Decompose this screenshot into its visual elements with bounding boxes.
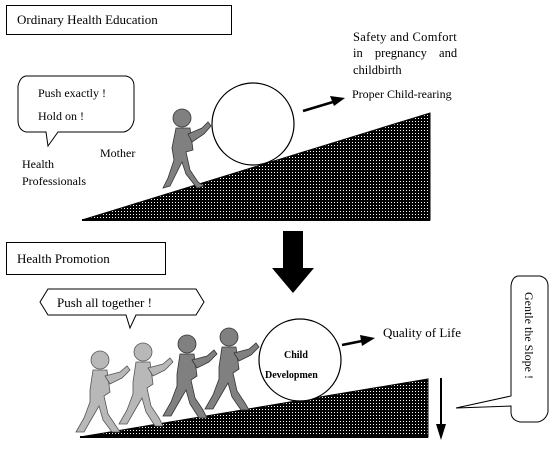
gentle-slope-arrowhead <box>436 424 446 440</box>
top-goal-line1: Safety and Comfort <box>353 30 457 44</box>
top-goal-arrowhead <box>330 96 345 106</box>
bottom-figure-2 <box>118 342 174 427</box>
top-section-title-box: Ordinary Health Education <box>6 5 232 35</box>
top-speech-line2: Hold on ! <box>38 109 84 123</box>
bottom-ball <box>258 318 342 402</box>
side-callout-bubble <box>455 275 549 423</box>
bottom-ball-line2: Developmen <box>265 370 318 381</box>
top-goal-child-rearing: Proper Child-rearing <box>352 87 452 101</box>
bottom-goal-text: Quality of Life <box>383 325 461 340</box>
bottom-ball-line1: Child <box>284 350 308 361</box>
bottom-speech-text: Push all together ! <box>57 295 152 310</box>
label-mother: Mother <box>100 146 136 160</box>
bottom-section-title-box: Health Promotion <box>6 242 166 275</box>
top-mother-figure <box>162 108 212 189</box>
top-ball <box>211 82 295 166</box>
bottom-section-title: Health Promotion <box>17 251 110 266</box>
label-health-professionals-line2: Professionals <box>22 174 86 188</box>
top-speech-line1: Push exactly ! <box>38 86 106 100</box>
top-goal-line3: childbirth <box>353 63 402 77</box>
top-goal-line2: in pregnancy and <box>353 46 458 60</box>
bottom-figure-3 <box>162 334 218 419</box>
top-speech-bubble <box>17 75 135 148</box>
bottom-speech-bubble <box>39 288 205 330</box>
bottom-figure-4 <box>204 327 260 411</box>
bottom-figure-1 <box>75 350 131 433</box>
top-section-title: Ordinary Health Education <box>17 12 158 27</box>
side-callout-text: Gentle the Slope ! <box>522 292 536 379</box>
bottom-goal-arrowhead <box>360 335 375 346</box>
label-health-professionals-line1: Health <box>22 157 54 171</box>
down-arrow-icon <box>272 231 314 293</box>
